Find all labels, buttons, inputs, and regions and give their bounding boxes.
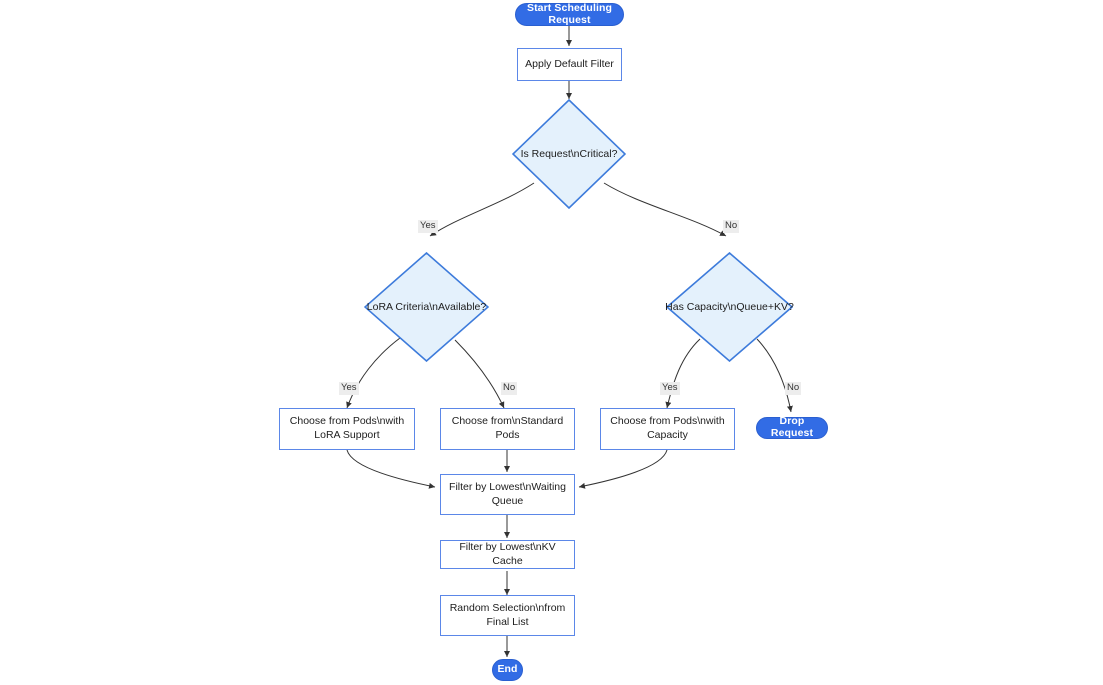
- diamond-shape-icon: [364, 252, 489, 362]
- node-filter-waiting-queue-label: Filter by Lowest\nWaiting Queue: [449, 481, 566, 508]
- node-choose-standard-pods[interactable]: Choose from\nStandard Pods: [440, 408, 575, 450]
- node-lora-criteria-available[interactable]: LoRA Criteria\nAvailable?: [364, 252, 489, 362]
- node-end[interactable]: End: [492, 659, 523, 681]
- diamond-shape-icon: [512, 99, 626, 209]
- node-choose-standard-pods-line1: Choose from\nStandard: [451, 415, 564, 428]
- node-choose-capacity-pods-line1: Choose from Pods\nwith: [610, 415, 725, 428]
- node-random-selection-label: Random Selection\nfrom Final List: [450, 602, 566, 629]
- node-random-selection-line1: Random Selection\nfrom: [449, 601, 566, 614]
- edge-choose-lora-to-filter-queue: [346, 449, 436, 489]
- node-has-capacity[interactable]: Has Capacity\nQueue+KV?: [665, 252, 794, 362]
- node-choose-capacity-pods-label: Choose from Pods\nwith Capacity: [610, 415, 724, 442]
- node-start[interactable]: Start Scheduling Request: [515, 1, 624, 26]
- node-choose-lora-pods[interactable]: Choose from Pods\nwith LoRA Support: [279, 408, 415, 450]
- node-drop-request[interactable]: Drop Request: [756, 415, 828, 439]
- node-choose-lora-pods-line2: LoRA Support: [314, 429, 380, 441]
- node-has-capacity-label: Has Capacity\nQueue+KV?: [665, 301, 794, 313]
- edge-label-lora-no: No: [501, 382, 518, 395]
- node-apply-default-filter[interactable]: Apply Default Filter: [517, 48, 622, 81]
- node-is-request-critical[interactable]: Is Request\nCritical?: [512, 99, 626, 209]
- node-choose-standard-pods-line2: Pods: [495, 429, 520, 441]
- edge-label-capacity-no: No: [785, 382, 802, 395]
- node-choose-lora-pods-label: Choose from Pods\nwith LoRA Support: [290, 415, 404, 442]
- node-start-label: Start Scheduling Request: [526, 1, 613, 26]
- edge-choose-capacity-to-filter-queue: [578, 449, 668, 489]
- node-random-selection[interactable]: Random Selection\nfrom Final List: [440, 595, 575, 636]
- node-filter-waiting-queue-line2: Queue: [491, 494, 524, 507]
- node-filter-waiting-queue-line1: Filter by Lowest\nWaiting: [449, 480, 566, 493]
- node-lora-criteria-available-label: LoRA Criteria\nAvailable?: [366, 301, 487, 313]
- node-random-selection-line2: Final List: [486, 615, 529, 628]
- node-apply-default-filter-label: Apply Default Filter: [525, 57, 614, 70]
- node-filter-kv-cache-label: Filter by Lowest\nKV Cache: [459, 540, 556, 567]
- diamond-shape-icon: [666, 252, 793, 362]
- node-choose-capacity-pods-line2: Capacity: [647, 429, 688, 441]
- edge-label-capacity-yes: Yes: [660, 382, 680, 395]
- node-is-request-critical-label: Is Request\nCritical?: [520, 148, 618, 160]
- node-choose-lora-pods-line1: Choose from Pods\nwith: [289, 415, 405, 428]
- edge-label-critical-yes: Yes: [418, 220, 438, 233]
- node-end-label: End: [497, 663, 518, 676]
- node-choose-capacity-pods[interactable]: Choose from Pods\nwith Capacity: [600, 408, 735, 450]
- edge-label-lora-yes: Yes: [339, 382, 359, 395]
- node-filter-waiting-queue[interactable]: Filter by Lowest\nWaiting Queue: [440, 474, 575, 515]
- node-drop-request-label: Drop Request: [770, 415, 814, 439]
- node-filter-kv-cache[interactable]: Filter by Lowest\nKV Cache: [440, 540, 575, 569]
- node-choose-standard-pods-label: Choose from\nStandard Pods: [452, 415, 563, 442]
- edge-label-critical-no: No: [723, 220, 740, 233]
